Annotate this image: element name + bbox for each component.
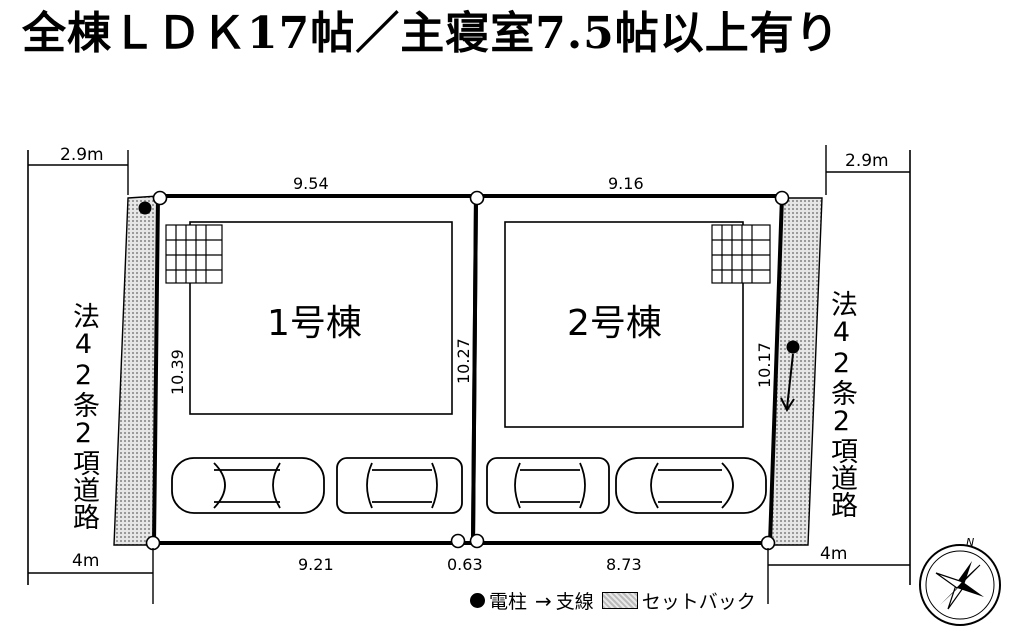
setback-right-label: 2.9m <box>845 151 889 171</box>
road-left-dimension <box>28 548 154 604</box>
legend-setback: セットバック <box>601 587 756 614</box>
legend-guy-wire-label: 支線 <box>555 591 594 613</box>
car-icon <box>336 457 463 514</box>
lot-2-right-dimension: 10.17 <box>755 342 774 388</box>
legend: 電柱 → 支線 セットバック <box>470 587 756 614</box>
setback-left-dimension <box>28 150 129 195</box>
lot-1-building <box>189 221 453 415</box>
car-icon <box>171 457 325 514</box>
legend-guy-wire: → 支線 <box>535 587 594 614</box>
lot-1-name: 1号棟 <box>267 303 362 344</box>
setback-left-label: 2.9m <box>60 145 104 165</box>
compass-north-label: N <box>966 536 974 549</box>
utility-pole-icon <box>138 201 152 215</box>
lot-2-bottom-dimension: 8.73 <box>606 555 642 574</box>
car-icon <box>615 457 767 514</box>
setback-swatch-icon <box>601 592 638 609</box>
setback-strip-left <box>113 195 159 546</box>
lot-1-top-dimension: 9.54 <box>293 174 329 193</box>
boundary-marker <box>145 190 790 551</box>
road-left-label: 法42条2項道路 <box>68 302 99 530</box>
legend-setback-label: セットバック <box>641 591 756 613</box>
lot-1-right-dimension: 10.27 <box>454 338 473 384</box>
car-icon <box>486 457 610 514</box>
utility-pole-icon <box>470 593 485 608</box>
road-left-width-label: 4m <box>72 551 99 571</box>
lot-2-top-dimension: 9.16 <box>608 174 644 193</box>
lot-1-entrance-icon <box>165 224 223 284</box>
utility-pole-icon <box>786 340 800 354</box>
legend-pole: 電柱 <box>470 587 527 614</box>
lot-2-entrance-icon <box>711 224 771 284</box>
compass-rose-icon <box>919 544 1001 626</box>
lot-2-name: 2号棟 <box>567 303 662 344</box>
legend-pole-label: 電柱 <box>489 591 528 613</box>
setback-right-dimension <box>825 145 910 195</box>
road-right-width-label: 4m <box>820 544 847 564</box>
lot-2-building <box>504 221 744 428</box>
gap-bottom-dimension: 0.63 <box>447 555 483 574</box>
lot-1-left-dimension: 10.39 <box>168 349 187 395</box>
road-right-dimension <box>767 548 910 604</box>
guy-wire-arrow-icon <box>780 353 795 413</box>
lot-1-bottom-dimension: 9.21 <box>298 555 334 574</box>
page-headline: 全棟ＬＤＫ17帖／主寝室7.5帖以上有り <box>22 8 840 59</box>
road-right-label: 法42条2項道路 <box>826 290 857 518</box>
arrow-right-icon: → <box>535 588 552 613</box>
